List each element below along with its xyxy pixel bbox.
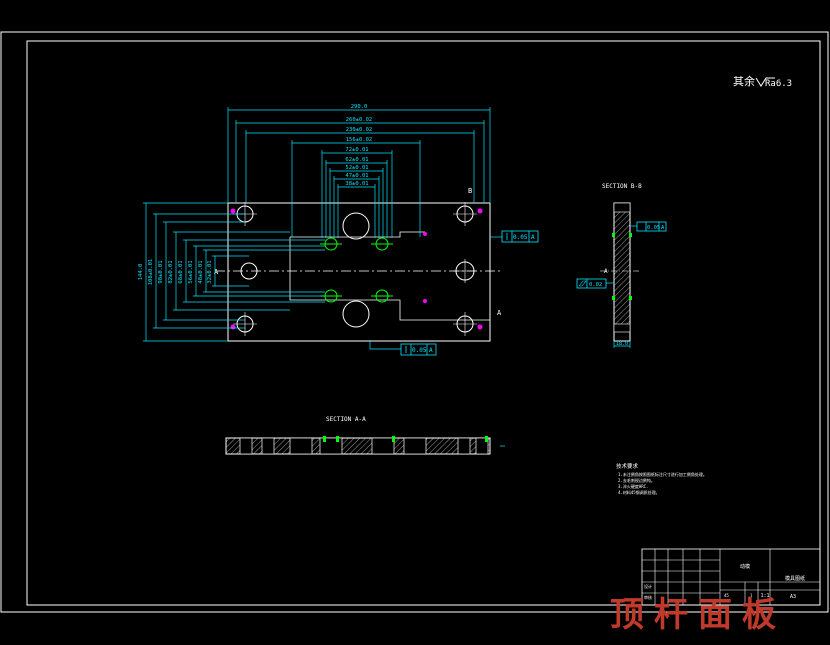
dim-label: 108±0.01 [148,259,154,286]
svg-text:A: A [531,234,535,241]
svg-text:A: A [604,268,608,275]
dim-label: 48±0.01 [198,260,204,283]
svg-text:B: B [468,187,472,195]
title-block: 动模 模具图纸 1:1 A3 设计 审核 45 1 [641,548,821,606]
technical-notes: 技术要求 1.未注倒角按照图纸标注尺寸进行加工倒角处理。 2.去毛刺锐边倒钝。 … [616,462,707,495]
dim-label: 230±0.02 [346,127,373,133]
note-line: 3.淬火硬度HRC. [618,483,648,489]
roughness-note: 其余 [733,74,755,88]
svg-text:0.05: 0.05 [647,225,660,231]
section-aa-title: SECTION A-A [326,416,366,423]
designer-label: 设计 [644,583,652,589]
dim-label: 144.0 [138,264,144,281]
scale: 1:1 [760,593,769,599]
dim-label: 156±0.02 [346,137,373,143]
svg-text:A: A [214,268,219,276]
dim-label: 56±0.01 [188,260,194,283]
section-bb-title: SECTION B-B [602,183,642,190]
note-line: 2.去毛刺锐边倒钝。 [618,477,655,483]
dim-label: 38±0.01 [345,181,368,187]
pocket-outline [289,231,490,321]
dim-label: 68±0.01 [178,260,184,283]
outer-frame [0,31,829,613]
sheet-size: A3 [790,594,796,600]
note-line: 1.未注倒角按照图纸标注尺寸进行加工倒角处理。 [618,471,707,477]
dim-label: 72±0.01 [345,147,368,153]
notes-title: 技术要求 [616,462,639,470]
part-name: 动模 [740,563,750,570]
svg-text:A: A [661,225,665,231]
center-bore [342,212,370,240]
svg-text:A: A [429,347,433,354]
dim-label: 52±0.01 [345,165,368,171]
drawing-number: 模具图纸 [785,575,805,582]
section-bb: SECTION B-B 18.0 0.05 A 0.02 A [576,183,667,348]
watermark: 顶杆面板 [610,595,786,635]
dim-label: 290.0 [351,104,368,110]
section-aa: SECTION A-A [225,416,505,455]
fcf-bottom: 0.05 A [369,340,437,356]
dim-label: 32±0.01 [207,260,213,283]
main-view: A B A [214,187,502,342]
fcf-top: 0.05 A [490,230,539,243]
dim-label: 47±0.01 [345,173,368,179]
dim-label: 98±0.01 [158,260,164,283]
svg-text:0.05: 0.05 [513,234,528,241]
svg-text:18.0: 18.0 [616,341,628,347]
center-bore [342,300,370,328]
dim-label: 62±0.01 [345,157,368,163]
left-dimensions [143,202,325,342]
dim-label: 82±0.01 [168,260,174,283]
note-line: 4.材料45钢调质处理。 [618,489,660,495]
top-dimensions [227,107,491,238]
inner-frame [26,40,821,606]
svg-text:0.02: 0.02 [589,282,602,288]
svg-text:A: A [497,309,502,317]
side-hole [240,262,258,280]
flatness-icon [578,280,587,287]
checker-label: 审核 [644,594,652,600]
plate-outline [227,202,491,342]
dim-label: 260±0.02 [346,117,373,123]
roughness-value: Ra6.3 [765,79,792,89]
svg-text:0.05: 0.05 [412,347,427,354]
roughness-symbol-icon [755,77,775,87]
material: 45 [724,593,729,598]
quantity: 1 [750,593,753,598]
